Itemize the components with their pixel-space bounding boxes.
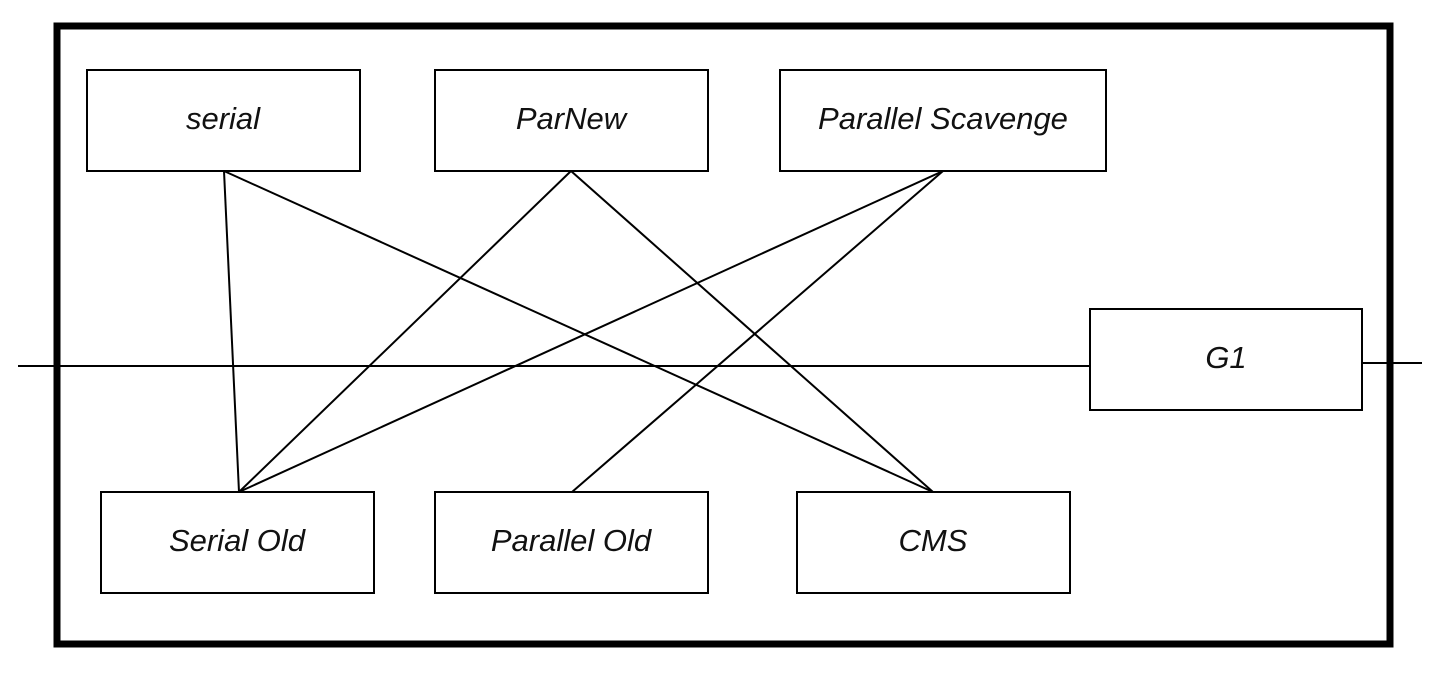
node-parallel-old-box xyxy=(434,491,709,594)
node-cms-label: CMS xyxy=(899,523,968,558)
edge-parnew-serial-old xyxy=(238,170,572,493)
outer-frame xyxy=(53,22,1394,648)
node-parnew: ParNew xyxy=(434,69,709,172)
node-serial-label: serial xyxy=(186,101,261,136)
node-parnew-box xyxy=(434,69,709,172)
node-g1: G1 xyxy=(1089,308,1363,411)
node-parnew-label: ParNew xyxy=(516,101,629,136)
edge-parallel-scavenge-parallel-old xyxy=(571,170,944,493)
node-parallel-scavenge: Parallel Scavenge xyxy=(779,69,1107,172)
node-parallel-old-label: Parallel Old xyxy=(491,523,653,558)
node-cms: CMS xyxy=(796,491,1071,594)
node-serial: serial xyxy=(86,69,361,172)
edges-group xyxy=(223,170,944,493)
node-g1-label: G1 xyxy=(1205,340,1246,375)
node-parallel-scavenge-label: Parallel Scavenge xyxy=(818,101,1068,136)
node-serial-old-box xyxy=(100,491,375,594)
edge-parallel-scavenge-serial-old xyxy=(238,170,944,493)
edge-parnew-cms xyxy=(570,170,934,493)
edge-serial-serial-old xyxy=(223,170,240,493)
node-serial-box xyxy=(86,69,361,172)
node-cms-box xyxy=(796,491,1071,594)
edge-serial-cms xyxy=(223,170,934,493)
node-g1-box xyxy=(1089,308,1363,411)
node-parallel-old: Parallel Old xyxy=(434,491,709,594)
node-serial-old-label: Serial Old xyxy=(169,523,307,558)
node-parallel-scavenge-box xyxy=(779,69,1107,172)
node-serial-old: Serial Old xyxy=(100,491,375,594)
